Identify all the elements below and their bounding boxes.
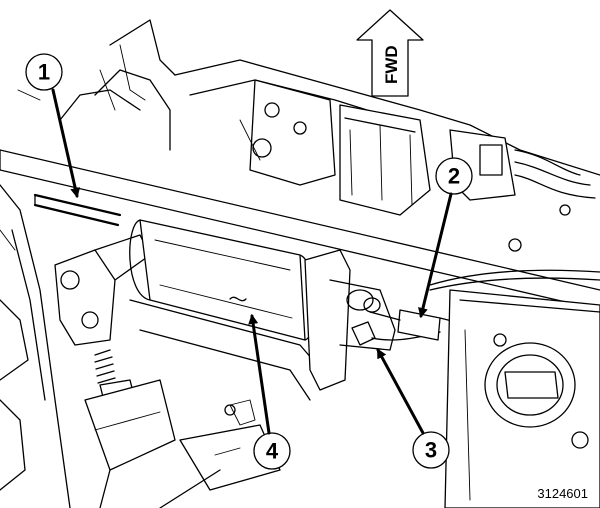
- callout-2-leader: [418, 192, 453, 318]
- fwd-arrow-shape: [356, 9, 424, 97]
- callout-2: 2: [418, 157, 473, 318]
- figure-number: 3124601: [537, 486, 588, 501]
- part-1-rod: [33, 193, 122, 227]
- callout-4-label: 4: [266, 439, 279, 464]
- fwd-label: FWD: [382, 45, 401, 84]
- callout-1-leader: [51, 88, 81, 198]
- callout-3: 3: [376, 348, 450, 469]
- callout-3-label: 3: [425, 438, 437, 463]
- dashboard-structure: [0, 19, 600, 508]
- callout-2-label: 2: [448, 164, 460, 189]
- callout-4-leader: [248, 314, 271, 435]
- callout-4: 4: [248, 314, 291, 470]
- callout-3-leader: [376, 348, 425, 435]
- forward-direction-arrow: FWD: [356, 9, 424, 97]
- callout-1: 1: [25, 53, 81, 198]
- callout-1-label: 1: [38, 60, 50, 85]
